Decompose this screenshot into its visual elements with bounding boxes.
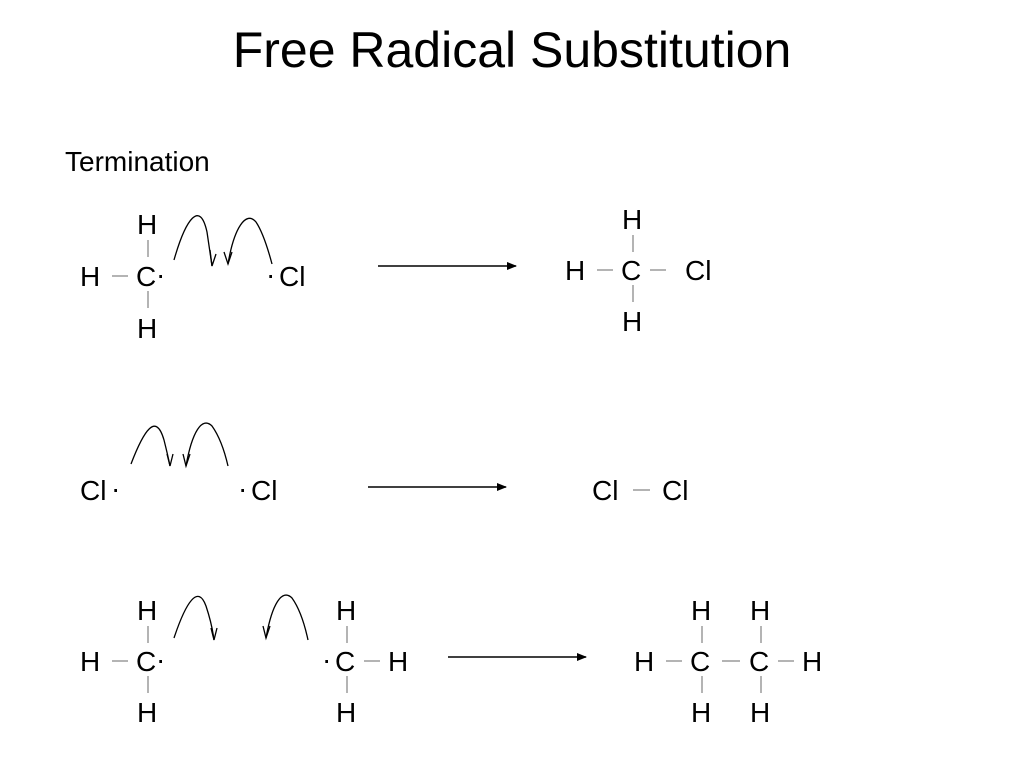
atom-cl: Cl: [685, 255, 711, 286]
atom-h: H: [137, 697, 157, 728]
radical-dot: ·: [156, 259, 165, 290]
fishhook-arrow: [166, 453, 174, 467]
atom-h: H: [750, 697, 770, 728]
atom-c: C: [621, 255, 641, 286]
chlorine-radical: · Cl: [266, 259, 305, 292]
atom-h: H: [622, 306, 642, 337]
atom-h: H: [622, 204, 642, 235]
atom-c: C: [136, 261, 156, 292]
section-heading: Termination: [65, 146, 210, 177]
ethane: H H H C C H H H: [634, 595, 822, 728]
atom-c: C: [335, 646, 355, 677]
atom-h: H: [336, 595, 356, 626]
fishhook-arrow: [182, 453, 191, 469]
atom-h: H: [565, 255, 585, 286]
radical-dot: ·: [266, 259, 275, 290]
fishhook-arrow: [227, 217, 273, 265]
atom-h: H: [336, 697, 356, 728]
fishhook-arrow: [210, 627, 218, 641]
atom-c: C: [690, 646, 710, 677]
reaction-3: H H C · H H · C H H H H: [80, 594, 822, 728]
reaction-1: H H C · H · Cl H H C Cl H: [80, 204, 711, 344]
radical-dot: ·: [156, 644, 165, 675]
methyl-radical: H H C · H: [80, 209, 165, 344]
slide-title: Free Radical Substitution: [232, 22, 792, 78]
radical-dot: ·: [238, 473, 247, 504]
atom-cl: Cl: [80, 475, 106, 506]
fishhook-arrow: [223, 251, 233, 267]
chlorine-molecule: Cl Cl: [592, 475, 688, 506]
fishhook-arrow: [265, 594, 309, 641]
chlorine-radical: Cl ·: [80, 473, 120, 506]
atom-c: C: [136, 646, 156, 677]
atom-h: H: [137, 209, 157, 240]
fishhook-arrow: [185, 422, 229, 467]
atom-h: H: [137, 313, 157, 344]
methyl-radical: H H C · H: [80, 595, 165, 728]
atom-h: H: [802, 646, 822, 677]
atom-cl: Cl: [592, 475, 618, 506]
fishhook-arrow: [173, 215, 213, 267]
atom-h: H: [388, 646, 408, 677]
atom-h: H: [80, 646, 100, 677]
chlorine-radical: · Cl: [238, 473, 277, 506]
atom-c: C: [749, 646, 769, 677]
fishhook-arrow: [209, 249, 217, 267]
atom-h: H: [750, 595, 770, 626]
atom-h: H: [80, 261, 100, 292]
methyl-radical: H · C H H: [322, 595, 408, 728]
atom-h: H: [634, 646, 654, 677]
atom-cl: Cl: [662, 475, 688, 506]
chloromethane: H H C Cl H: [565, 204, 711, 337]
fishhook-arrow: [173, 595, 215, 641]
atom-cl: Cl: [251, 475, 277, 506]
atom-cl: Cl: [279, 261, 305, 292]
radical-dot: ·: [322, 644, 331, 675]
fishhook-arrow: [130, 425, 171, 467]
atom-h: H: [691, 595, 711, 626]
radical-dot: ·: [111, 473, 120, 504]
atom-h: H: [137, 595, 157, 626]
reaction-2: Cl · · Cl Cl Cl: [80, 422, 688, 506]
atom-h: H: [691, 697, 711, 728]
fishhook-arrow: [262, 625, 271, 641]
